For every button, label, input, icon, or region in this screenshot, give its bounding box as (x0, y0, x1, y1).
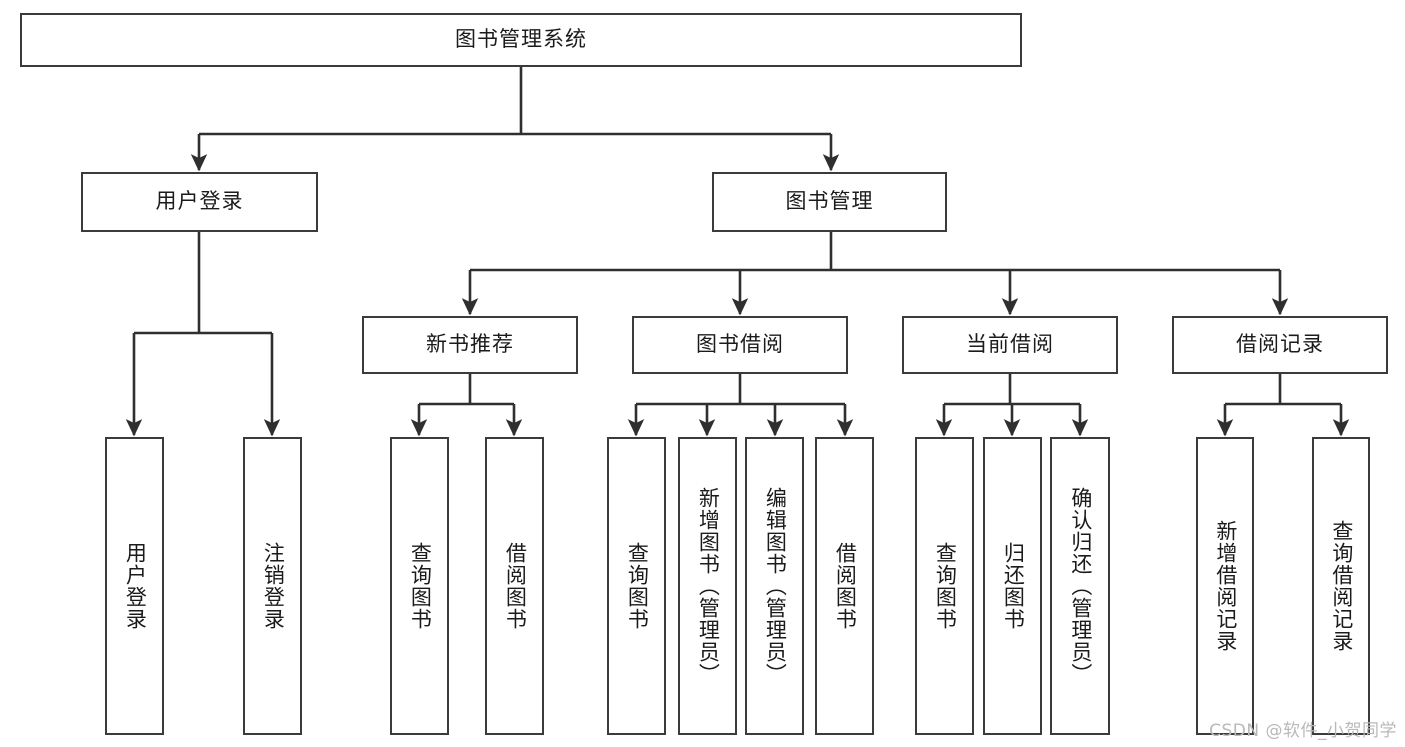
leaf-user-login[interactable]: 用户登录 (105, 437, 164, 735)
leaf-logout-label: 注销登录 (261, 542, 286, 630)
leaf-add-book-admin[interactable]: 新增图书（管理员） (678, 437, 737, 735)
leaf-borrow-book-new[interactable]: 借阅图书 (485, 437, 544, 735)
leaf-query-book-current[interactable]: 查询图书 (915, 437, 974, 735)
node-root-label: 图书管理系统 (455, 27, 587, 52)
leaf-user-login-label: 用户登录 (123, 542, 148, 630)
leaf-query-book-borrow-label: 查询图书 (625, 542, 650, 630)
node-root-system[interactable]: 图书管理系统 (20, 13, 1022, 67)
node-borrow-records[interactable]: 借阅记录 (1172, 316, 1388, 374)
node-user-login-label: 用户登录 (155, 189, 244, 214)
node-book-management[interactable]: 图书管理 (712, 172, 947, 232)
leaf-edit-book-admin-label: 编辑图书（管理员） (763, 487, 788, 685)
leaf-confirm-return-admin-label: 确认归还（管理员） (1068, 487, 1093, 685)
node-book-management-label: 图书管理 (785, 189, 874, 214)
leaf-confirm-return-admin[interactable]: 确认归还（管理员） (1050, 437, 1110, 735)
csdn-watermark: CSDN @软件_小贺同学 (1209, 721, 1397, 741)
node-book-borrow-label: 图书借阅 (696, 332, 784, 357)
node-book-borrow[interactable]: 图书借阅 (632, 316, 848, 374)
leaf-query-book-new[interactable]: 查询图书 (390, 437, 449, 735)
leaf-query-book-borrow[interactable]: 查询图书 (607, 437, 666, 735)
leaf-query-borrow-record-label: 查询借阅记录 (1329, 520, 1354, 652)
leaf-borrow-book[interactable]: 借阅图书 (815, 437, 874, 735)
leaf-borrow-book-label: 借阅图书 (833, 542, 858, 630)
node-current-borrow[interactable]: 当前借阅 (902, 316, 1118, 374)
node-borrow-records-label: 借阅记录 (1236, 332, 1324, 357)
leaf-return-book[interactable]: 归还图书 (983, 437, 1042, 735)
leaf-add-borrow-record[interactable]: 新增借阅记录 (1196, 437, 1254, 735)
leaf-query-book-new-label: 查询图书 (408, 542, 433, 630)
leaf-edit-book-admin[interactable]: 编辑图书（管理员） (745, 437, 804, 735)
node-new-book-recommend-label: 新书推荐 (426, 332, 514, 357)
node-user-login[interactable]: 用户登录 (81, 172, 318, 232)
leaf-add-borrow-record-label: 新增借阅记录 (1213, 520, 1238, 652)
node-current-borrow-label: 当前借阅 (966, 332, 1054, 357)
leaf-query-book-current-label: 查询图书 (933, 542, 958, 630)
node-new-book-recommend[interactable]: 新书推荐 (362, 316, 578, 374)
leaf-add-book-admin-label: 新增图书（管理员） (696, 487, 721, 685)
leaf-query-borrow-record[interactable]: 查询借阅记录 (1312, 437, 1370, 735)
leaf-logout[interactable]: 注销登录 (243, 437, 302, 735)
leaf-borrow-book-new-label: 借阅图书 (503, 542, 528, 630)
leaf-return-book-label: 归还图书 (1001, 542, 1026, 630)
